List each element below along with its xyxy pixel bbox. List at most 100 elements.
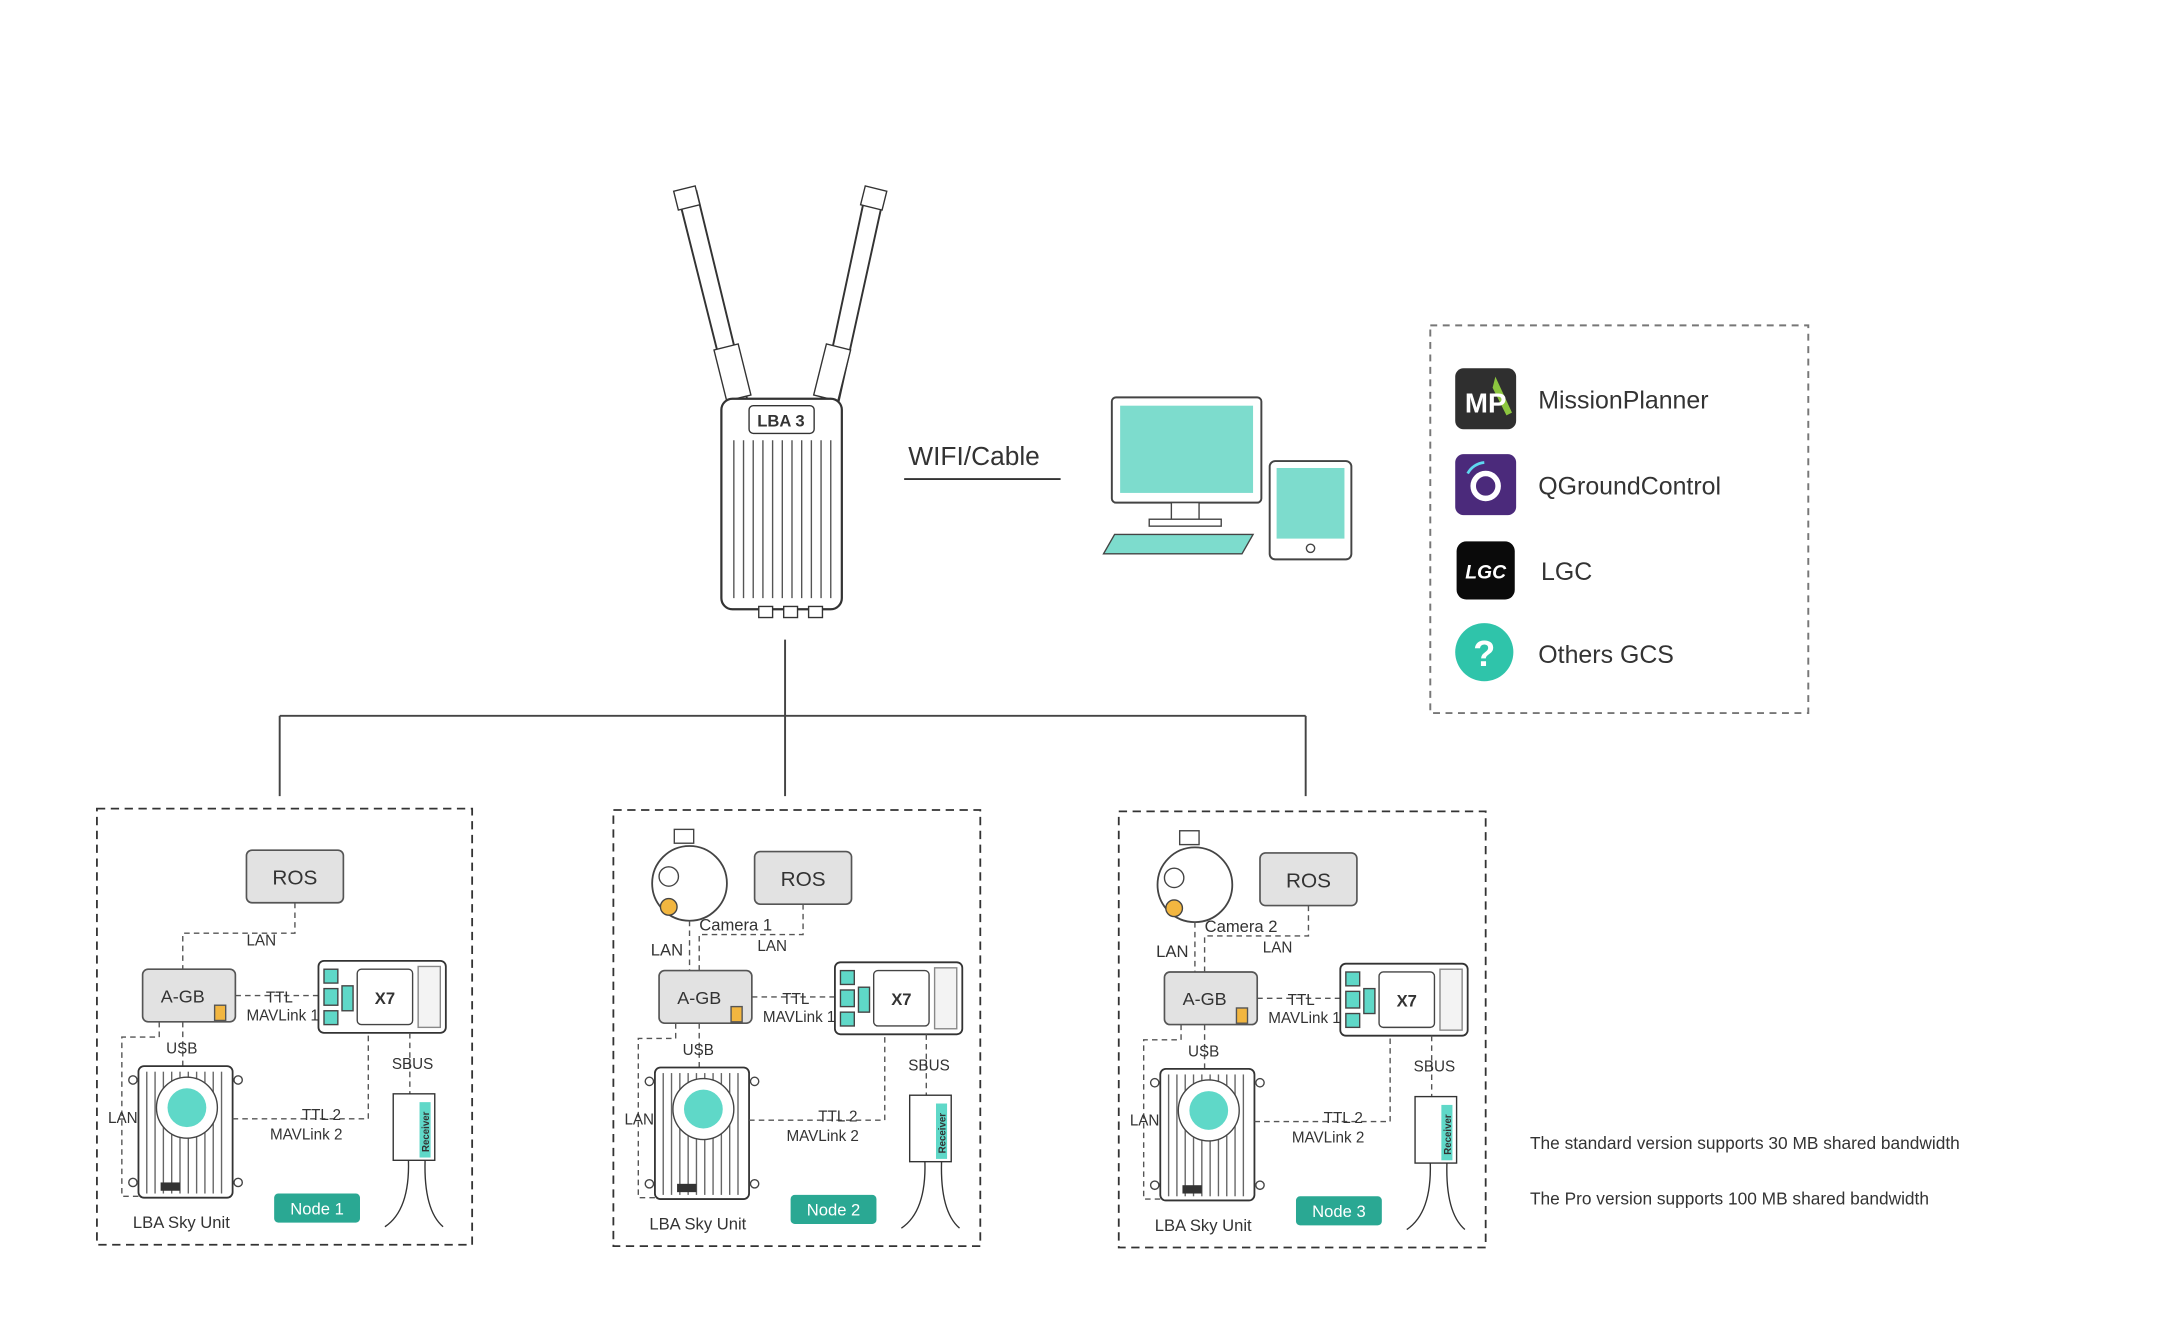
desktop-computer-icon <box>1102 396 1263 555</box>
node-3: Camera 2 LAN ROS LAN A-GB TTL MAVLink 1 … <box>1117 810 1487 1249</box>
ttl2-label: TTL 2 <box>302 1107 341 1124</box>
sky-unit-label: LBA Sky Unit <box>133 1213 230 1232</box>
usb-label: USB <box>1188 1043 1219 1060</box>
note-pro: The Pro version supports 100 MB shared b… <box>1530 1189 1929 1209</box>
agb-label: A-GB <box>677 988 721 1008</box>
mavlink2-label: MAVLink 2 <box>786 1128 858 1145</box>
usb-label: USB <box>166 1041 197 1058</box>
mavlink1-label: MAVLink 1 <box>246 1007 318 1024</box>
ttl1-label: TTL <box>1288 992 1315 1009</box>
agb-label: A-GB <box>161 986 205 1006</box>
sbus-label: SBUS <box>392 1056 433 1073</box>
svg-text:?: ? <box>1473 633 1495 674</box>
lan-sky-label: LAN <box>1130 1113 1160 1130</box>
gcs-item-others: ? Others GCS <box>1455 623 1674 682</box>
agb-module <box>1163 971 1259 1026</box>
camera-lan-label: LAN <box>651 940 683 959</box>
gcs-label: MissionPlanner <box>1538 386 1708 414</box>
note-standard: The standard version supports 30 MB shar… <box>1530 1133 1960 1153</box>
gimbal-camera-icon: Camera 2 LAN <box>1156 830 1278 972</box>
tablet-icon <box>1268 460 1353 561</box>
link-label: WIFI/Cable <box>908 441 1040 471</box>
sky-unit-label: LBA Sky Unit <box>1155 1216 1252 1235</box>
ros-box <box>245 849 345 904</box>
qgroundcontrol-icon <box>1455 454 1517 516</box>
lan-ros-label: LAN <box>1263 940 1293 957</box>
agb-label: A-GB <box>1183 989 1227 1009</box>
mavlink2-label: MAVLink 2 <box>270 1127 342 1144</box>
sbus-label: SBUS <box>908 1057 949 1074</box>
camera-label: Camera 1 <box>699 915 772 934</box>
gcs-item-qgroundcontrol: QGroundControl <box>1455 454 1721 516</box>
lba-sky-unit <box>128 1065 243 1199</box>
lgc-icon <box>1456 541 1515 600</box>
ros-label: ROS <box>272 867 317 890</box>
rc-receiver: Receiver <box>1406 1095 1466 1231</box>
x7-flight-controller: X7 <box>834 961 964 1036</box>
ttl2-label: TTL 2 <box>818 1109 857 1126</box>
lan-ros-label: LAN <box>246 933 276 950</box>
gcs-label: LGC <box>1541 558 1592 586</box>
camera-lan-label: LAN <box>1156 942 1188 961</box>
node-box <box>1117 810 1487 1249</box>
gcs-item-missionplanner: MP MissionPlanner <box>1455 368 1709 430</box>
ttl2-label: TTL 2 <box>1324 1110 1363 1127</box>
node-badge <box>1295 1196 1382 1226</box>
x7-flight-controller: X7 <box>1339 962 1469 1037</box>
node-2: Camera 1 LAN ROS LAN A-GB TTL MAVLink 1 … <box>612 809 982 1248</box>
fan-icon <box>683 1089 723 1129</box>
node-box <box>96 807 474 1246</box>
sky-unit-label: LBA Sky Unit <box>649 1215 746 1234</box>
node-badge <box>274 1193 360 1223</box>
mavlink1-label: MAVLink 1 <box>1268 1010 1340 1027</box>
node-badge-label: Node 2 <box>807 1201 861 1220</box>
usb-label: USB <box>683 1042 714 1059</box>
receiver-label: Receiver <box>421 1111 432 1152</box>
fc-label: X7 <box>375 989 395 1008</box>
svg-text:LGC: LGC <box>1465 562 1507 584</box>
gcs-legend-box <box>1429 324 1810 715</box>
missionplanner-icon <box>1455 368 1517 430</box>
mavlink2-label: MAVLink 2 <box>1292 1129 1364 1146</box>
rc-receiver: Receiver <box>384 1093 444 1228</box>
question-icon <box>1455 623 1514 682</box>
ttl1-label: TTL <box>266 989 293 1006</box>
node-badge <box>790 1194 877 1224</box>
gcs-item-lgc: LGC LGC <box>1456 541 1592 600</box>
node-box <box>612 809 982 1248</box>
gcs-label: Others GCS <box>1538 641 1674 669</box>
lba-sky-unit <box>1149 1068 1265 1202</box>
sbus-label: SBUS <box>1414 1059 1455 1076</box>
ros-label: ROS <box>1286 870 1331 893</box>
network-tree-lines <box>278 639 1307 797</box>
antenna-left <box>672 185 752 407</box>
fc-label: X7 <box>891 990 911 1009</box>
ros-box <box>753 850 853 905</box>
lba-sky-unit <box>644 1066 760 1200</box>
lba3-ground-unit: LBA 3 <box>672 185 888 619</box>
node-badge-label: Node 1 <box>290 1199 344 1218</box>
node-badge-label: Node 3 <box>1312 1202 1366 1221</box>
agb-module <box>141 968 237 1023</box>
camera-label: Camera 2 <box>1205 917 1278 936</box>
lan-ros-label: LAN <box>757 938 787 955</box>
svg-text:MP: MP <box>1465 388 1507 419</box>
fc-label: X7 <box>1397 992 1417 1011</box>
receiver-label: Receiver <box>1443 1114 1454 1155</box>
lan-sky-label: LAN <box>624 1111 654 1128</box>
rc-receiver: Receiver <box>900 1094 960 1229</box>
gcs-label: QGroundControl <box>1538 472 1721 500</box>
ros-label: ROS <box>781 868 826 891</box>
fan-icon <box>167 1088 207 1128</box>
lan-sky-label: LAN <box>108 1110 138 1127</box>
antenna-right <box>812 185 888 407</box>
receiver-label: Receiver <box>938 1113 949 1154</box>
ttl1-label: TTL <box>782 991 809 1008</box>
x7-flight-controller: X7 <box>317 960 447 1034</box>
node-1: ROS LAN A-GB TTL MAVLink 1 X7 USB LAN <box>96 807 474 1246</box>
fan-icon <box>1189 1091 1229 1130</box>
gimbal-camera-icon: Camera 1 LAN <box>651 828 772 971</box>
ground-unit-label: LBA 3 <box>757 411 804 430</box>
